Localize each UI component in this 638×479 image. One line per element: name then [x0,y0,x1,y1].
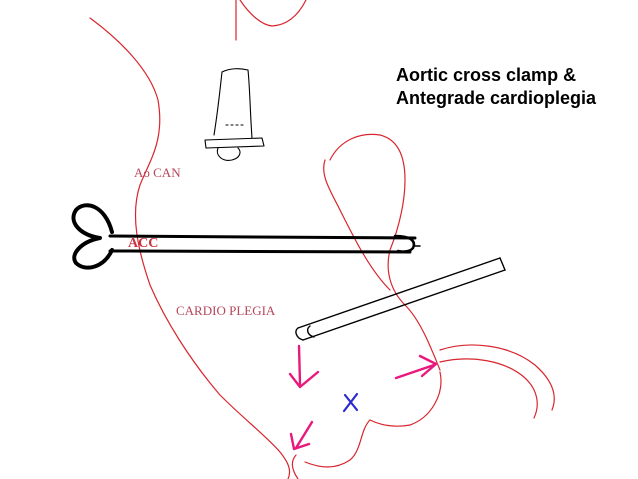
pulmonary-branch-top [439,344,555,411]
arrow-down-left [294,420,314,450]
heart-base [304,419,371,468]
aortic-cannula-sketch [204,68,265,161]
flow-arrows [288,344,438,451]
pulmonary-branch-mid [439,358,538,419]
aortic-cross-clamp [71,203,421,270]
aorta-left-wall [89,17,291,479]
arrow-right [394,363,436,380]
title-line-1: Aortic cross clamp & [396,65,577,85]
pulmonary-branch-bottom [369,371,442,427]
arrow-down [297,344,302,386]
ao-can-label: Ao CAN [134,165,181,180]
aorta-top-loop [239,0,307,27]
cardioplegia-label: CARDIO PLEGIA [176,303,276,318]
x-mark [342,392,359,413]
cardioplegia-cannula [295,257,506,341]
aorta-inner-curve [323,159,391,291]
heart-bottom [291,454,299,479]
acc-label: ACC [128,236,159,251]
aorta-right-wall [329,133,441,371]
title-line-2: Antegrade cardioplegia [396,88,597,108]
